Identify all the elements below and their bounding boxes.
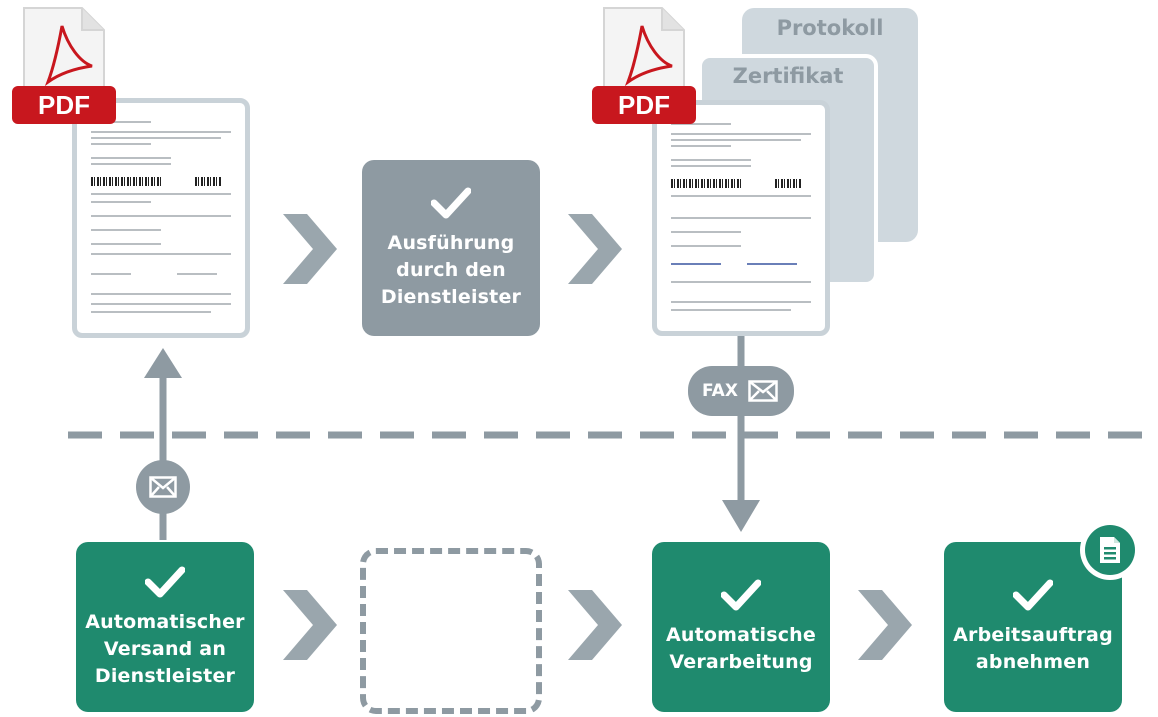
checkmark-icon — [1013, 579, 1053, 611]
chevron-right-icon — [283, 214, 337, 284]
step-accept-work-order: Arbeitsauftrag abnehmen — [944, 542, 1122, 712]
step-automatic-send: Automatischer Versand an Dienstleister — [76, 542, 254, 712]
placeholder-step — [360, 548, 542, 714]
envelope-icon — [748, 380, 778, 402]
pdf-label: PDF — [592, 86, 696, 124]
email-connector — [136, 460, 190, 514]
fax-label: FAX — [702, 381, 738, 401]
fax-email-connector: FAX — [688, 366, 794, 416]
chevron-right-icon — [858, 590, 912, 660]
chevron-right-icon — [568, 214, 622, 284]
step-accept-label: Arbeitsauftrag abnehmen — [953, 624, 1113, 673]
arrow-down-return — [722, 336, 760, 532]
swimlane-separator — [68, 431, 1158, 439]
pdf-icon-left: PDF — [12, 6, 122, 124]
checkmark-icon — [721, 579, 761, 611]
step-automatic-send-label: Automatischer Versand an Dienstleister — [85, 610, 245, 687]
pdf-icon-right: PDF — [592, 6, 702, 124]
chevron-right-icon — [568, 590, 622, 660]
order-document-right — [652, 100, 830, 336]
sheet-protokoll-title: Protokoll — [776, 16, 884, 40]
checkmark-icon — [145, 566, 185, 597]
checkmark-icon — [431, 187, 471, 218]
step-automatic-processing: Automatische Verarbeitung — [652, 542, 830, 712]
step-execution-by-provider: Ausführung durch den Dienstleister — [362, 160, 540, 336]
document-badge-icon — [1080, 520, 1140, 580]
step-execution-label: Ausführung durch den Dienstleister — [380, 231, 522, 308]
sheet-zertifikat-title: Zertifikat — [732, 64, 844, 88]
document-lines-icon — [1100, 537, 1120, 563]
order-document-left — [72, 98, 250, 338]
step-automatic-processing-label: Automatische Verarbeitung — [666, 624, 816, 673]
chevron-right-icon — [283, 590, 337, 660]
envelope-icon — [149, 476, 177, 498]
pdf-label: PDF — [12, 86, 116, 124]
